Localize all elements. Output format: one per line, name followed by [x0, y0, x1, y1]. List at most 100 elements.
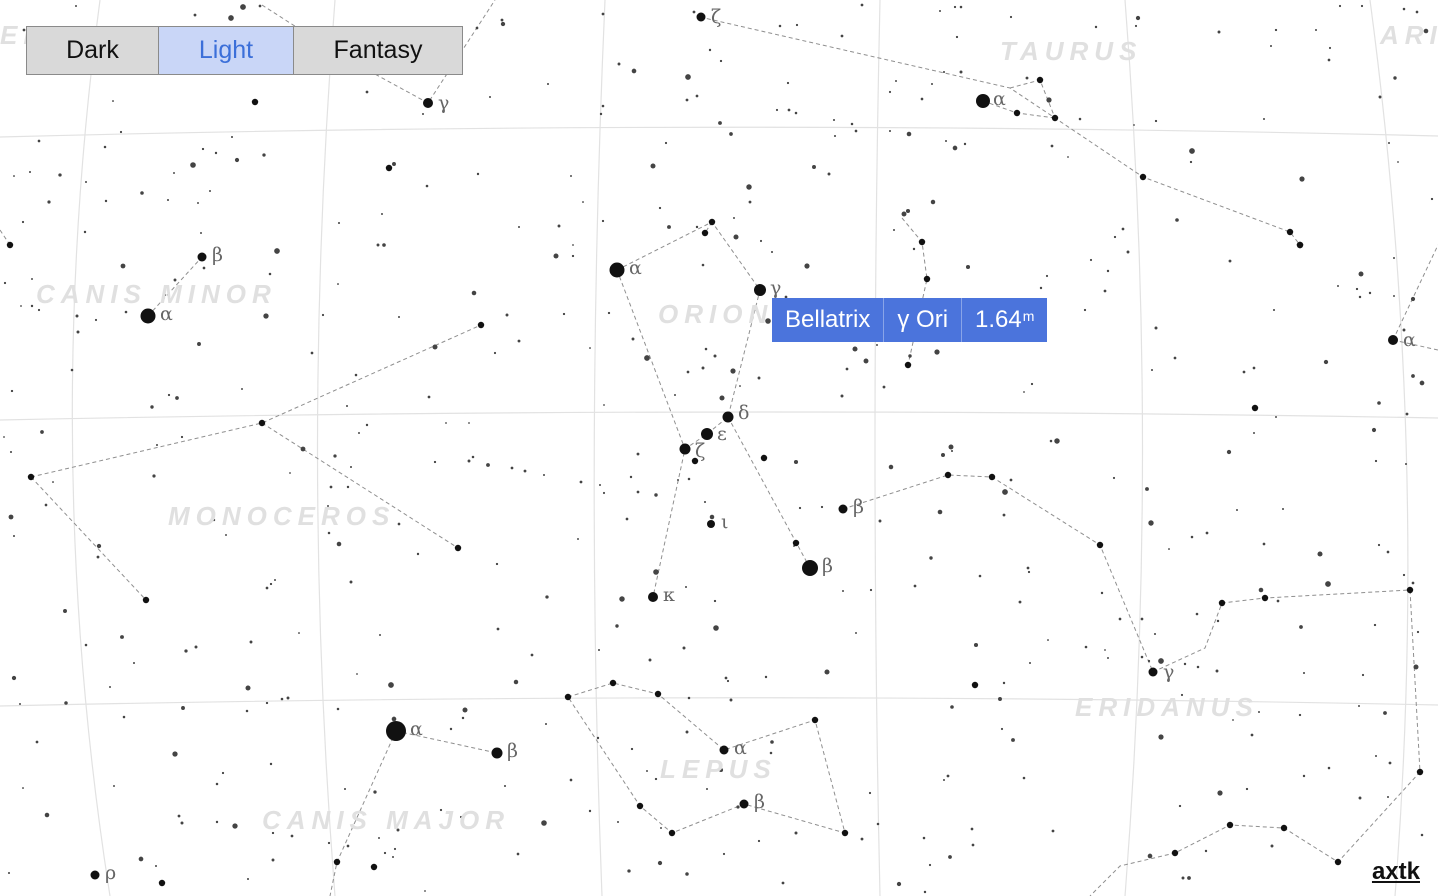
star[interactable] — [1416, 768, 1424, 776]
star[interactable] — [760, 454, 768, 462]
star[interactable] — [1218, 599, 1226, 607]
star[interactable] — [423, 98, 433, 108]
background-star — [1411, 374, 1415, 378]
star[interactable] — [971, 681, 979, 689]
star[interactable] — [1388, 335, 1398, 345]
background-star — [1078, 117, 1082, 121]
star[interactable] — [1013, 109, 1021, 117]
star[interactable] — [258, 419, 266, 427]
star[interactable] — [739, 799, 749, 809]
star-designation-label: γ — [438, 92, 449, 114]
star[interactable] — [802, 560, 818, 576]
background-star — [794, 831, 798, 835]
star[interactable] — [841, 829, 849, 837]
background-star — [35, 740, 39, 744]
star[interactable] — [1226, 821, 1234, 829]
star[interactable] — [609, 679, 617, 687]
background-star — [449, 727, 453, 731]
star[interactable] — [564, 693, 572, 701]
star[interactable] — [944, 471, 952, 479]
star[interactable] — [701, 229, 709, 237]
background-star — [1314, 28, 1318, 32]
star[interactable] — [1171, 849, 1179, 857]
star[interactable] — [701, 428, 713, 440]
background-star — [929, 556, 933, 560]
background-star — [840, 394, 844, 398]
star[interactable] — [6, 241, 14, 249]
background-star — [530, 653, 534, 657]
credit-link[interactable]: axtk — [1371, 858, 1420, 885]
background-star — [262, 153, 266, 157]
background-star — [1325, 581, 1331, 587]
star[interactable] — [1096, 541, 1104, 549]
star[interactable] — [386, 721, 406, 741]
star[interactable] — [696, 12, 706, 22]
star[interactable] — [838, 504, 848, 514]
background-star — [636, 490, 640, 494]
named-stars[interactable] — [6, 12, 1424, 887]
star[interactable] — [1051, 114, 1059, 122]
star[interactable] — [679, 443, 691, 455]
theme-fantasy-button[interactable]: Fantasy — [294, 27, 462, 74]
background-star — [1023, 391, 1025, 393]
star[interactable] — [142, 596, 150, 604]
star[interactable] — [1286, 228, 1294, 236]
star[interactable] — [923, 275, 931, 283]
background-star — [500, 21, 506, 27]
background-star — [166, 198, 170, 202]
star[interactable] — [1296, 241, 1304, 249]
background-star — [631, 68, 637, 74]
star[interactable] — [811, 716, 819, 724]
star[interactable] — [792, 539, 800, 547]
background-star — [1387, 141, 1391, 145]
background-star — [84, 643, 88, 647]
star[interactable] — [385, 164, 393, 172]
background-star — [1026, 566, 1030, 570]
star[interactable] — [722, 411, 734, 423]
star[interactable] — [654, 690, 662, 698]
star[interactable] — [976, 94, 990, 108]
star[interactable] — [918, 238, 926, 246]
star[interactable] — [1261, 594, 1269, 602]
star[interactable] — [158, 879, 166, 887]
background-star — [376, 243, 380, 247]
star[interactable] — [691, 457, 699, 465]
background-star — [200, 232, 202, 234]
star[interactable] — [707, 520, 715, 528]
star[interactable] — [609, 262, 625, 278]
star[interactable] — [668, 829, 676, 837]
star[interactable] — [1036, 76, 1044, 84]
star[interactable] — [90, 870, 100, 880]
star[interactable] — [754, 284, 766, 296]
star[interactable] — [491, 747, 503, 759]
star[interactable] — [1139, 173, 1147, 181]
star[interactable] — [636, 802, 644, 810]
star[interactable] — [27, 473, 35, 481]
star[interactable] — [988, 473, 996, 481]
star[interactable] — [1406, 586, 1414, 594]
theme-light-button[interactable]: Light — [159, 27, 294, 74]
star[interactable] — [1148, 667, 1158, 677]
star[interactable] — [477, 321, 485, 329]
star[interactable] — [1334, 858, 1342, 866]
star[interactable] — [333, 858, 341, 866]
theme-dark-button[interactable]: Dark — [27, 27, 159, 74]
star[interactable] — [370, 863, 378, 871]
background-star — [1028, 661, 1032, 665]
background-star — [22, 28, 26, 32]
star[interactable] — [251, 98, 259, 106]
background-star — [722, 852, 726, 856]
background-star — [1154, 326, 1158, 330]
star[interactable] — [197, 252, 207, 262]
star[interactable] — [140, 308, 156, 324]
star[interactable] — [648, 592, 658, 602]
star[interactable] — [904, 361, 912, 369]
star[interactable] — [1280, 824, 1288, 832]
star[interactable] — [708, 218, 716, 226]
background-star — [778, 24, 782, 28]
star[interactable] — [1251, 404, 1259, 412]
star[interactable] — [454, 544, 462, 552]
star[interactable] — [719, 745, 729, 755]
